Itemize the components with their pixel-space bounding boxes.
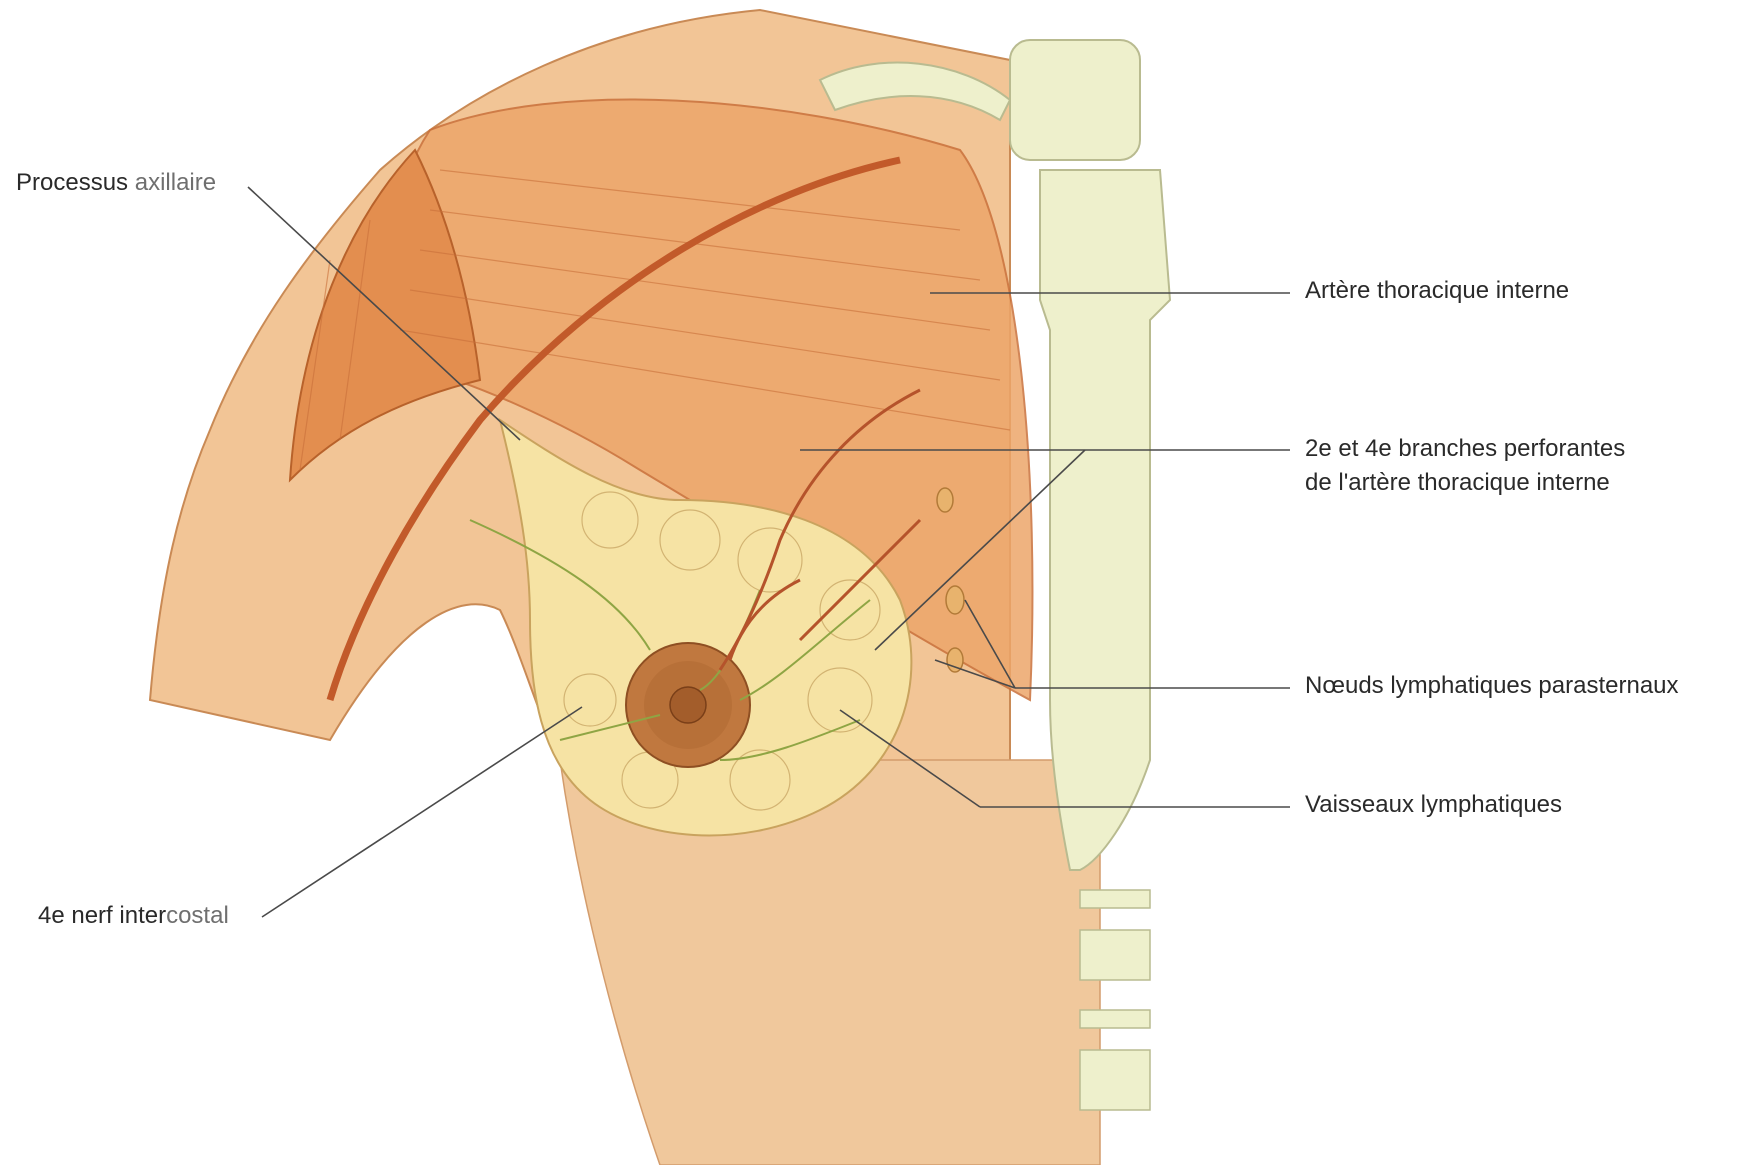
label-perforating-branches-line1: 2e et 4e branches perforantes — [1305, 432, 1625, 466]
label-lymphatic-vessels: Vaisseaux lymphatiques — [1305, 788, 1562, 822]
label-parasternal-nodes: Nœuds lymphatiques parasternaux — [1305, 669, 1679, 703]
vertebra-top — [1010, 40, 1140, 160]
label-axillary-process-faded: axillaire — [135, 169, 216, 196]
label-axillary-process: Processus axillaire — [16, 166, 216, 200]
leader-intercostal-nerve — [262, 707, 582, 917]
label-intercostal-nerve-main: 4e nerf inter — [38, 902, 166, 929]
sternum — [1040, 170, 1170, 870]
label-intercostal-nerve-faded: costal — [166, 902, 229, 929]
label-axillary-process-main: Processus — [16, 169, 135, 196]
label-intercostal-nerve: 4e nerf intercostal — [38, 899, 229, 933]
label-perforating-branches-line2: de l'artère thoracique interne — [1305, 466, 1610, 500]
label-internal-thoracic-artery: Artère thoracique interne — [1305, 274, 1569, 308]
nipple — [670, 687, 706, 723]
